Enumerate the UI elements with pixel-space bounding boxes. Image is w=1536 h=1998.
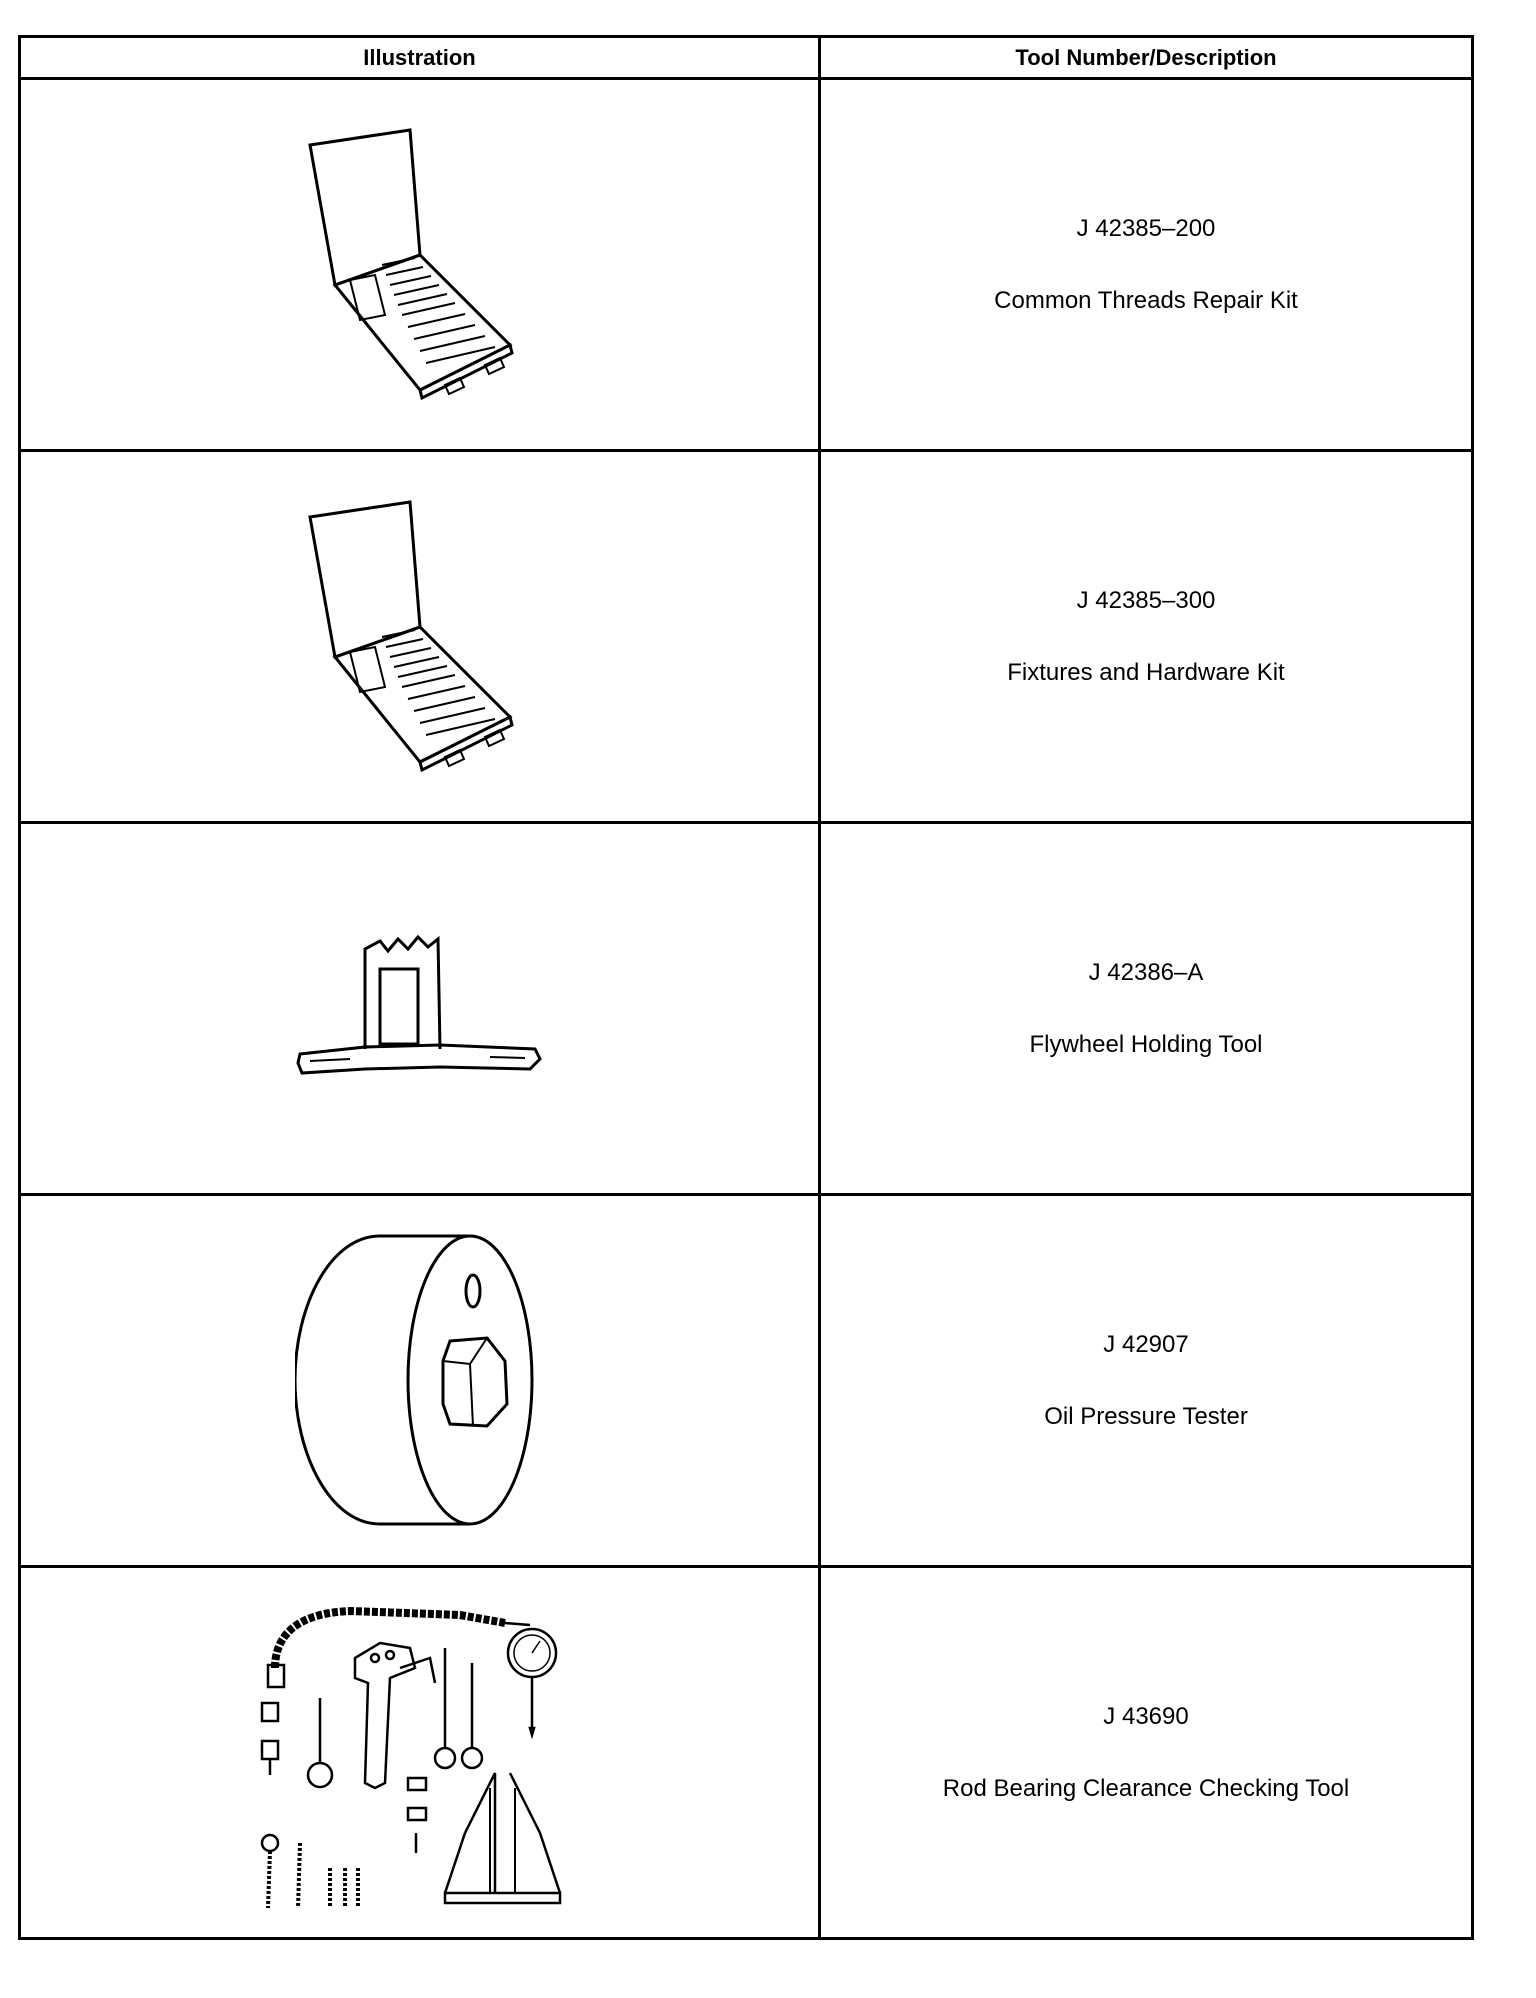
header-tool-number-description: Tool Number/Description bbox=[818, 35, 1474, 80]
tool-number: J 43690 bbox=[1103, 1702, 1189, 1730]
table-row: J 42907 Oil Pressure Tester bbox=[18, 1193, 1474, 1568]
table-row: J 43690 Rod Bearing Clearance Checking T… bbox=[18, 1565, 1474, 1940]
oil-pressure-tester-icon bbox=[294, 1234, 533, 1525]
tools-table: Illustration Tool Number/Description bbox=[18, 35, 1474, 1940]
tool-description: Fixtures and Hardware Kit bbox=[1007, 658, 1285, 686]
tool-number: J 42385–200 bbox=[1076, 214, 1216, 242]
table-row: J 42385–200 Common Threads Repair Kit bbox=[18, 77, 1474, 452]
fixtures-hardware-kit-case-icon bbox=[307, 499, 514, 772]
header-row: Illustration Tool Number/Description bbox=[18, 35, 1474, 80]
illustration-cell bbox=[18, 77, 821, 452]
description-cell: J 43690 Rod Bearing Clearance Checking T… bbox=[818, 1565, 1474, 1940]
illustration-cell bbox=[18, 1193, 821, 1568]
thread-repair-kit-case-icon bbox=[307, 127, 514, 400]
illustration-cell bbox=[18, 449, 821, 824]
tool-description: Common Threads Repair Kit bbox=[994, 286, 1298, 314]
description-cell: J 42385–300 Fixtures and Hardware Kit bbox=[818, 449, 1474, 824]
illustration-cell bbox=[18, 1565, 821, 1940]
tool-number: J 42386–A bbox=[1088, 958, 1204, 986]
rod-bearing-checking-tool-icon bbox=[260, 1606, 561, 1908]
tool-description: Rod Bearing Clearance Checking Tool bbox=[942, 1774, 1350, 1802]
tool-description: Oil Pressure Tester bbox=[1044, 1402, 1248, 1430]
flywheel-holding-tool-icon bbox=[295, 934, 542, 1075]
description-cell: J 42907 Oil Pressure Tester bbox=[818, 1193, 1474, 1568]
table-row: J 42385–300 Fixtures and Hardware Kit bbox=[18, 449, 1474, 824]
description-cell: J 42386–A Flywheel Holding Tool bbox=[818, 821, 1474, 1196]
tool-number: J 42385–300 bbox=[1076, 586, 1216, 614]
description-cell: J 42385–200 Common Threads Repair Kit bbox=[818, 77, 1474, 452]
illustration-cell bbox=[18, 821, 821, 1196]
header-illustration: Illustration bbox=[18, 35, 821, 80]
tool-number: J 42907 bbox=[1103, 1330, 1189, 1358]
table-row: J 42386–A Flywheel Holding Tool bbox=[18, 821, 1474, 1196]
tool-description: Flywheel Holding Tool bbox=[1029, 1030, 1263, 1058]
